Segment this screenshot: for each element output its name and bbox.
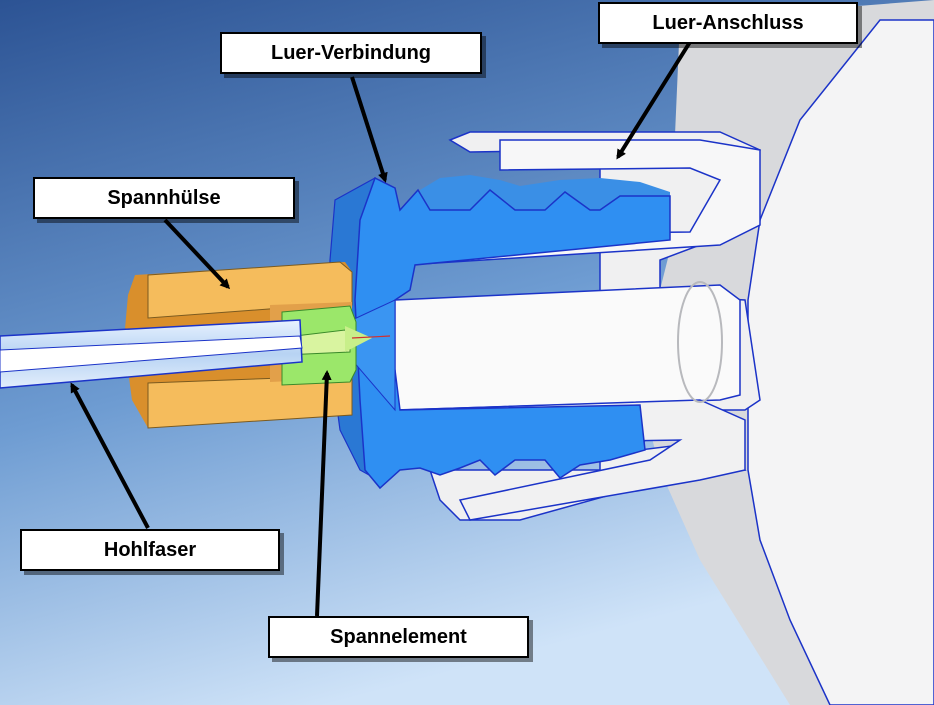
hohlfaser-lumen xyxy=(0,335,303,373)
spannelement-tip xyxy=(345,326,372,352)
arrow-hohlfaser xyxy=(70,382,150,529)
anschluss-bore-ring xyxy=(677,281,723,403)
arrow-luer-anschluss xyxy=(616,40,692,160)
arrow-spannelement xyxy=(315,370,332,617)
label-spannhuelse: Spannhülse xyxy=(33,177,295,219)
arrow-luer-verbindung xyxy=(350,76,388,183)
anschluss-flange xyxy=(747,19,934,705)
spannhuelse-bottom xyxy=(147,374,353,429)
label-luer-anschluss: Luer-Anschluss xyxy=(598,2,858,44)
label-hohlfaser: Hohlfaser xyxy=(20,529,280,571)
label-spannelement: Spannelement xyxy=(268,616,529,658)
arrow-spannhuelse xyxy=(163,218,231,290)
axis-line xyxy=(351,335,391,339)
hohlfaser-part xyxy=(0,319,303,389)
label-luer-verbindung: Luer-Verbindung xyxy=(220,32,482,74)
